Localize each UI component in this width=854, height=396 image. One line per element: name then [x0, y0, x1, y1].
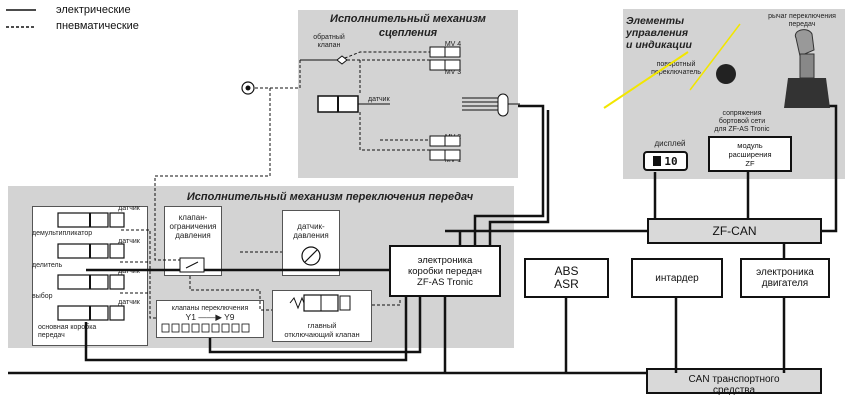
mv3-label: MV 3 — [444, 69, 462, 76]
shift-valve-range: Y1 ——▶ Y9 — [156, 313, 264, 322]
pressure-limiter-box — [164, 206, 222, 276]
main-gearbox-label: основная коробка передач — [38, 324, 97, 339]
controls-title: Элементы управления и индикации — [626, 15, 692, 51]
engine-electronics-block: электроника двигателя — [740, 258, 830, 298]
rotary-switch-label: поворотный переключатель — [651, 61, 701, 76]
shift-valves-icon — [161, 323, 250, 333]
check-valve-label: обратный клапан — [313, 34, 345, 49]
mv4-label: MV 4 — [444, 41, 462, 48]
shift-valves-label: клапаны переключения — [171, 305, 249, 312]
divider-sensor-label: датчик — [118, 238, 140, 245]
display-arrows-icon — [653, 156, 662, 166]
splitter-label: демультипликатор — [32, 230, 93, 237]
pneumatic-line-sample — [6, 26, 36, 28]
display-label: дисплей — [654, 139, 686, 148]
selector-label: выбор — [32, 293, 53, 300]
splitter-sensor-label: датчик — [118, 205, 140, 212]
legend-electric: электрические — [56, 4, 131, 16]
tcu-block: электроника коробки передач ZF-AS Tronic — [389, 245, 501, 297]
abs-asr-block: ABS ASR — [524, 258, 609, 298]
shift-range-from: Y1 — [185, 312, 196, 322]
check-valve-icon — [336, 55, 348, 65]
shift-range-to: Y9 — [224, 312, 235, 322]
clutch-sensor-label: датчик — [368, 96, 390, 103]
electric-line-sample — [6, 9, 36, 11]
interface-label: сопряжения бортовой сети для ZF-AS Troni… — [714, 110, 770, 133]
pressure-sensor-label: датчик- давления — [293, 222, 329, 240]
retarder-block: интардер — [631, 258, 723, 298]
divider-label: делитель — [32, 262, 63, 269]
pressure-limiter-label: клапан- ограничения давления — [169, 213, 217, 240]
legend: электрические пневматические — [4, 4, 194, 34]
range-arrow-icon: ——▶ — [198, 312, 225, 322]
clutch-title: Исполнительный механизм сцепления — [330, 13, 486, 39]
mainbox-sensor-label: датчик — [118, 299, 140, 306]
main-valve-label: главный отключающий клапан — [284, 321, 360, 339]
gear-display: 10 — [643, 151, 688, 171]
expansion-module: модуль расширения ZF — [708, 136, 792, 172]
rotary-switch-icon — [716, 64, 736, 84]
shift-lever-label: рычаг переключения передач — [768, 13, 836, 28]
selector-sensor-label: датчик — [118, 268, 140, 275]
legend-pneumatic: пневматические — [56, 20, 139, 32]
gearshift-title: Исполнительный механизм переключения пер… — [186, 191, 474, 203]
gear-lever-icon — [784, 29, 830, 108]
display-value: 10 — [664, 154, 678, 168]
zf-can-bus: ZF-CAN — [647, 218, 822, 244]
